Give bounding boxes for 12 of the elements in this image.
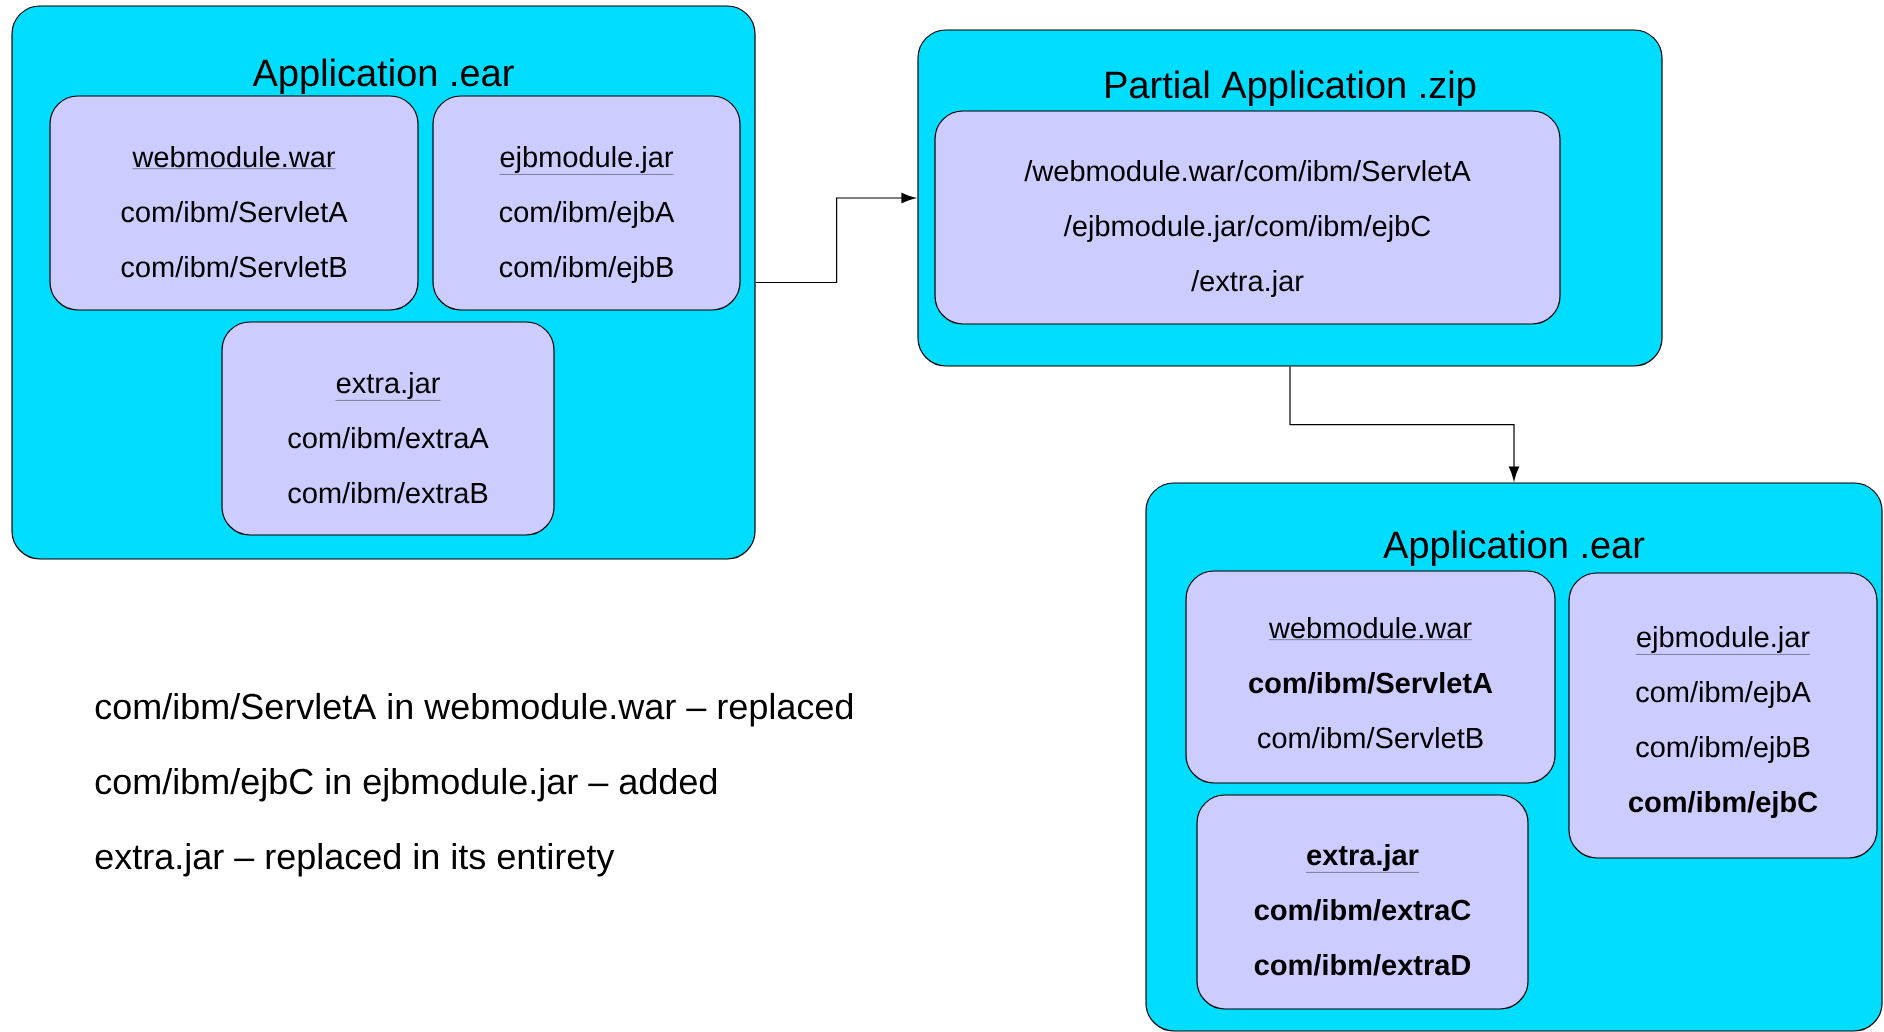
note-text: extra.jar – replaced in its entirety — [95, 842, 615, 877]
note-text: com/ibm/ejbC in ejbmodule.jar – added — [95, 767, 717, 802]
module-box: extra.jar com/ibm/extraC com/ibm/extraD — [1196, 794, 1529, 1010]
module-box: webmodule.war com/ibm/ServletA com/ibm/ServletB — [49, 95, 419, 311]
module-box: webmodule.war com/ibm/ServletA com/ibm/ServletB — [1185, 570, 1556, 784]
note-text: com/ibm/ServletA in webmodule.war – replaced — [95, 692, 853, 727]
module-box: ejbmodule.jar com/ibm/ejbA com/ibm/ejbB — [432, 95, 741, 311]
module-box: extra.jar com/ibm/extraA com/ibm/extraB — [221, 321, 555, 536]
module-box: ejbmodule.jar com/ibm/ejbA com/ibm/ejbB com/ibm/ejbC — [1568, 572, 1878, 859]
file-list-box: /webmodule.war/com/ibm/ServletA /ejbmodule.jar/com/ibm/ejbC /extra.jar — [934, 110, 1561, 325]
arrow — [1289, 366, 1520, 481]
arrow — [755, 192, 916, 284]
